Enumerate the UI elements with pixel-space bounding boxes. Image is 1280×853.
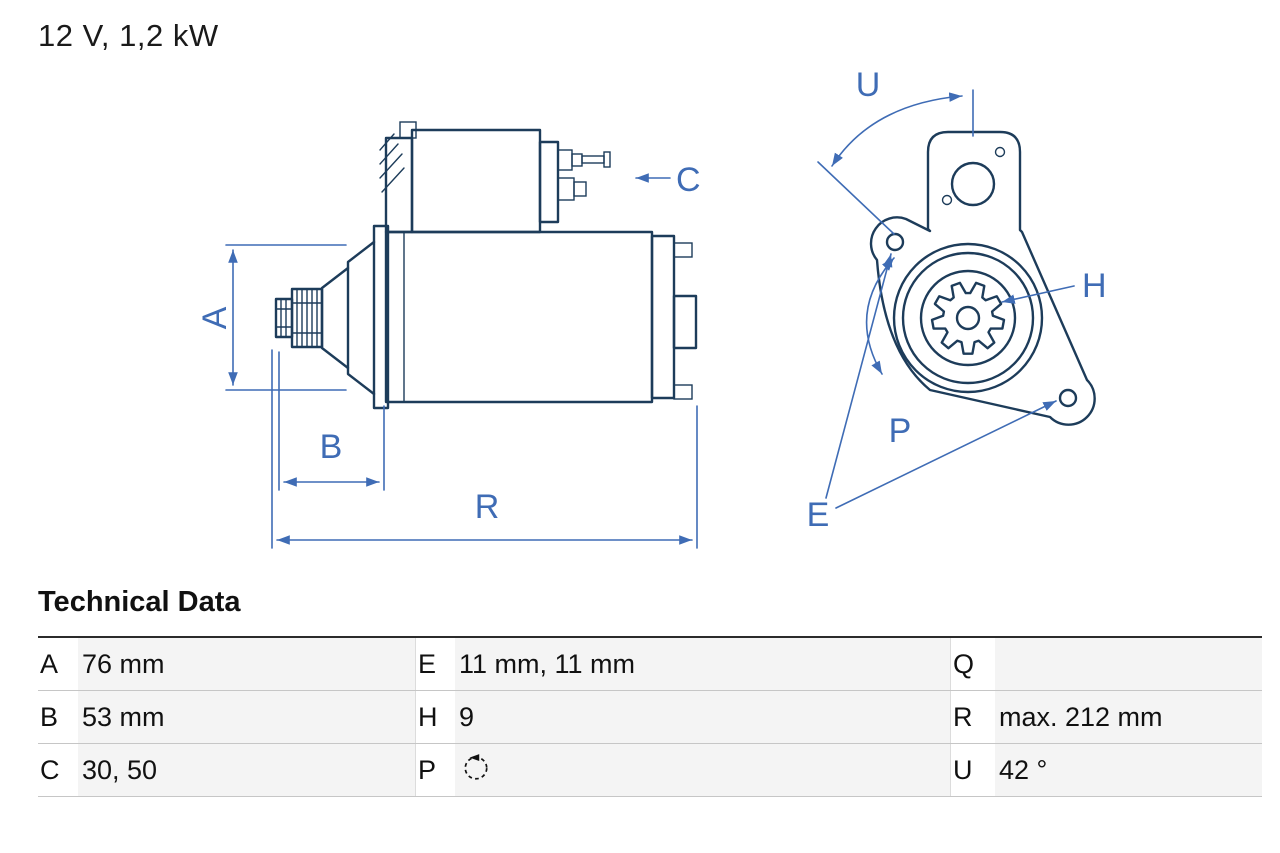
end-tab-bottom	[673, 384, 693, 400]
small-hole-left	[941, 194, 953, 206]
technical-drawing: A B R C	[0, 50, 1280, 580]
param-key: P	[415, 744, 455, 796]
technical-data-heading: Technical Data	[38, 586, 241, 618]
solenoid-end-cap	[538, 140, 560, 224]
param-key: A	[38, 638, 78, 690]
param-key: H	[415, 691, 455, 743]
param-key: C	[38, 744, 78, 796]
param-value: max. 212 mm	[995, 691, 1262, 743]
param-value: 9	[455, 691, 950, 743]
dim-label-u: U	[856, 66, 881, 104]
dim-R: R	[271, 349, 698, 549]
dim-H: H	[1001, 267, 1107, 305]
dim-E: E	[807, 253, 1057, 534]
dim-label-e: E	[807, 496, 830, 534]
pinion-gear-front	[930, 281, 1006, 355]
page-title: 12 V, 1,2 kW	[38, 18, 219, 53]
param-key: R	[950, 691, 995, 743]
dim-C: C	[635, 161, 701, 199]
mounting-hole-right	[1058, 388, 1078, 408]
rotation-ccw-icon	[461, 752, 491, 789]
dim-label-b: B	[320, 428, 343, 466]
param-value: 42 °	[995, 744, 1262, 796]
dim-label-c: C	[676, 161, 701, 199]
dim-label-a: A	[196, 306, 234, 329]
dim-A: A	[196, 244, 347, 391]
mounting-flange-side	[372, 224, 390, 410]
dim-label-p: P	[889, 412, 912, 450]
param-value: 11 mm, 11 mm	[455, 638, 950, 690]
end-block	[672, 294, 698, 350]
bearing-bore	[919, 269, 1017, 367]
param-value: 76 mm	[78, 638, 415, 690]
param-value	[995, 638, 1262, 690]
pinion-gear-side	[274, 287, 324, 349]
dim-label-r: R	[475, 488, 500, 526]
param-key: Q	[950, 638, 995, 690]
flange-collar-inner	[901, 251, 1035, 385]
param-key: B	[38, 691, 78, 743]
drive-end-bell	[346, 240, 376, 396]
param-key: U	[950, 744, 995, 796]
dim-label-h: H	[1082, 267, 1107, 305]
flange-collar-outer	[892, 242, 1044, 394]
dim-P: P	[865, 257, 912, 450]
top-lobe-hole	[950, 161, 996, 207]
motor-body	[384, 230, 654, 404]
dim-B: B	[278, 351, 385, 491]
mounting-flange-front	[869, 130, 1096, 426]
end-tab-top	[673, 242, 693, 258]
drive-end-cone	[320, 266, 350, 370]
technical-data-table: A 76 mm E 11 mm, 11 mm Q B 53 mm H 9 R m…	[38, 636, 1262, 797]
table-row: C 30, 50 P U 42 °	[38, 744, 1262, 797]
param-value: 30, 50	[78, 744, 415, 796]
param-value: 53 mm	[78, 691, 415, 743]
front-view: U H P E	[807, 66, 1107, 534]
table-row: B 53 mm H 9 R max. 212 mm	[38, 691, 1262, 744]
table-row: A 76 mm E 11 mm, 11 mm Q	[38, 638, 1262, 691]
side-view: A B R C	[196, 121, 701, 549]
end-shield	[650, 234, 676, 400]
dim-U: U	[817, 66, 974, 235]
solenoid-top-notch	[399, 121, 417, 139]
terminal-studs	[557, 149, 611, 201]
hatch-marks	[379, 133, 405, 193]
small-hole-right	[994, 146, 1006, 158]
starter-motor-diagram: A B R C	[196, 66, 1107, 549]
mounting-hole-left	[885, 232, 905, 252]
solenoid-body	[410, 128, 542, 234]
param-value	[455, 744, 950, 796]
param-key: E	[415, 638, 455, 690]
shaft-center-hole	[955, 305, 981, 331]
